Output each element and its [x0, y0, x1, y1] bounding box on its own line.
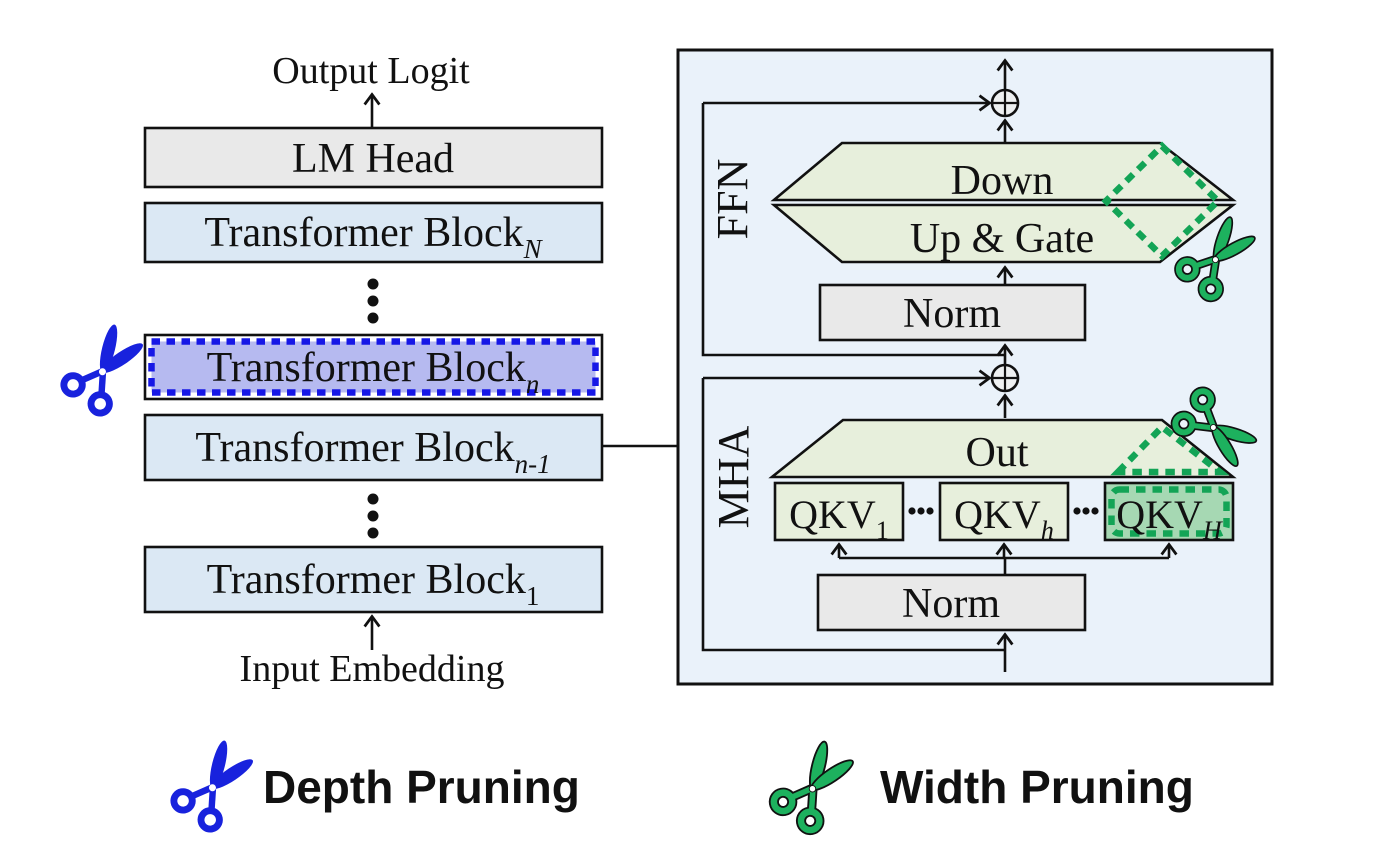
lm-head-label: LM Head: [292, 136, 454, 182]
ffn-upgate-label: Up & Gate: [910, 216, 1094, 262]
qkv-h-box: [938, 481, 1070, 542]
ffn-residual-path: [701, 103, 1005, 357]
qkv-H-label: QKVH: [1116, 492, 1223, 545]
mha-out-label: Out: [966, 430, 1029, 476]
legend-depth-label: Depth Pruning: [263, 761, 580, 813]
depth-pruning-scissors-icon: [60, 318, 151, 417]
transformer-block-1-box: [143, 545, 604, 614]
transformer-block-n-label: Transformer Blockn: [207, 345, 540, 399]
horizontal-ellipsis-1: [908, 507, 934, 515]
ffn-pruned-width-diamond: [1101, 141, 1223, 261]
vertical-ellipsis-bottom: [367, 493, 379, 539]
output-logit-label: Output Logit: [272, 50, 470, 92]
qkv-h-label: QKVh: [954, 492, 1054, 545]
norm-mha-label: Norm: [902, 581, 1000, 627]
mha-pruned-width-triangle: [1110, 422, 1230, 476]
ffn-upgate-shape: [770, 203, 1237, 264]
norm-ffn-box: [818, 283, 1087, 342]
norm-ffn-label: Norm: [903, 291, 1001, 337]
horizontal-ellipsis-2: [1073, 507, 1099, 515]
transformer-block-N-label: Transformer BlockN: [204, 210, 543, 264]
legend-width-label: Width Pruning: [880, 761, 1194, 813]
transformer-block-n-pruned: Transformer Blockn: [143, 333, 604, 401]
legend-width-scissors-icon: [770, 735, 861, 834]
qkv-H-pruned-box: QKVH: [1103, 481, 1235, 545]
lm-head-box: [143, 126, 604, 189]
legend-depth-scissors-icon: [170, 734, 261, 833]
mha-section-label: MHA: [709, 425, 758, 528]
pruned-block-fill: [148, 338, 599, 396]
transformer-block-N-box: [143, 201, 604, 264]
residual-add-node-ffn: [990, 88, 1020, 118]
transformer-block-n1-box: [143, 413, 604, 482]
ffn-section-label: FFN: [708, 159, 757, 240]
vertical-ellipsis-top: [367, 278, 379, 324]
qkv-1-box: [773, 481, 905, 542]
mha-out-shape: [768, 418, 1237, 479]
model-stack: Output Logit LM Head Transformer BlockN …: [60, 50, 678, 690]
transformer-block-1-label: Transformer Block1: [207, 557, 540, 611]
legend: Depth Pruning Width Pruning: [170, 734, 1194, 834]
qkv-1-label: QKV1: [789, 492, 889, 545]
norm-mha-box: [816, 573, 1087, 632]
block-detail-panel: Down Up & Gate Norm FFN MHA Out QKV1 QKV…: [676, 48, 1274, 686]
residual-add-node-mha: [990, 363, 1020, 393]
ffn-down-label: Down: [951, 158, 1054, 204]
transformer-block-n1-label: Transformer Blockn-1: [195, 425, 550, 479]
mha-residual-path: [701, 378, 1005, 652]
input-embedding-label: Input Embedding: [240, 648, 505, 690]
